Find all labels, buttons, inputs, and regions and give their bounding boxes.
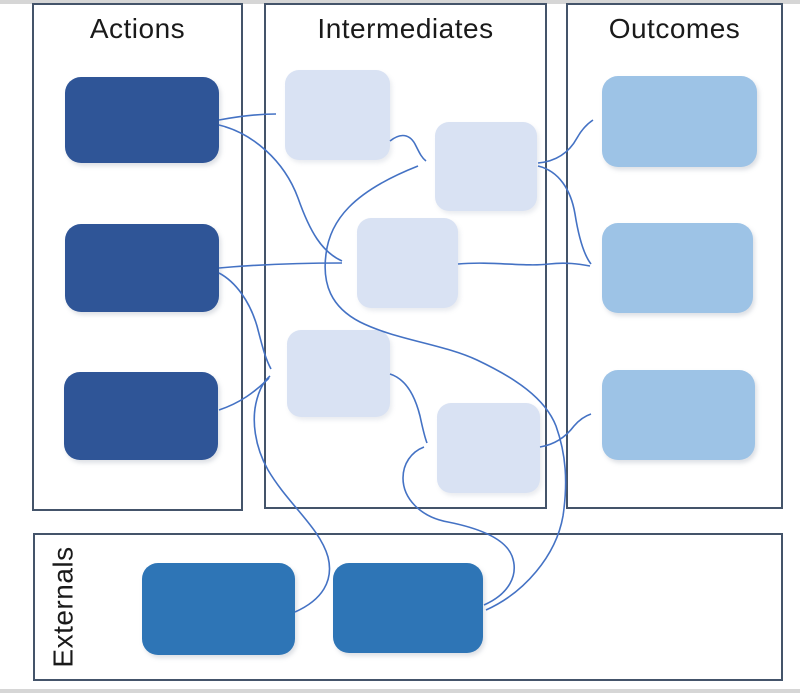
top-edge-strip xyxy=(0,0,800,4)
intermediate-4-box xyxy=(287,330,390,417)
intermediates-panel-title: Intermediates xyxy=(317,13,494,44)
externals-panel-title-wrap: Externals xyxy=(36,534,92,680)
intermediate-2-box xyxy=(435,122,537,211)
external-1-box xyxy=(142,563,295,655)
bottom-edge-strip xyxy=(0,689,800,693)
intermediate-5-box xyxy=(437,403,540,493)
externals-panel-title: Externals xyxy=(48,546,79,668)
outcome-2-box xyxy=(602,223,753,313)
outcome-1-box xyxy=(602,76,757,167)
intermediate-1-box xyxy=(285,70,390,160)
outcome-3-box xyxy=(602,370,755,460)
external-2-box xyxy=(333,563,483,653)
intermediate-3-box xyxy=(357,218,458,308)
outcomes-panel-title: Outcomes xyxy=(608,13,741,44)
action-2-box xyxy=(65,224,219,312)
actions-panel-title: Actions xyxy=(89,13,186,44)
action-3-box xyxy=(64,372,218,460)
action-1-box xyxy=(65,77,219,163)
